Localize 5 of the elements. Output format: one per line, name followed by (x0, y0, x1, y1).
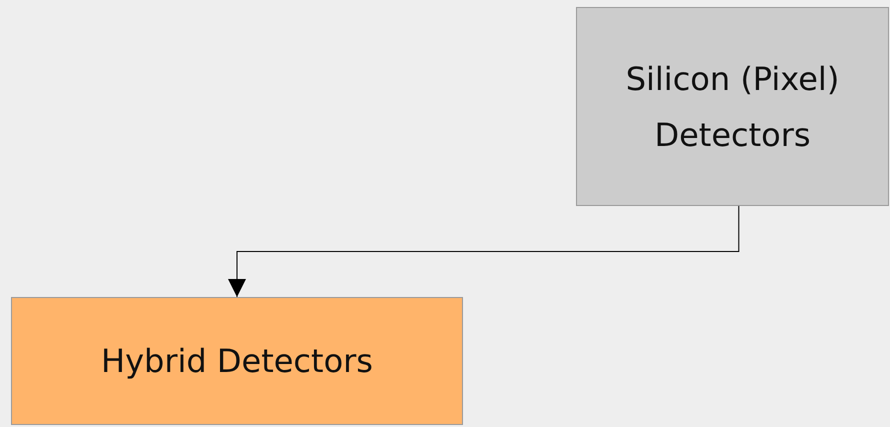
node-label: Silicon (Pixel) Detectors (624, 58, 840, 156)
process-box (11, 297, 463, 425)
arrow (228, 206, 740, 298)
node-label: Hybrid Detectors (100, 341, 374, 382)
process-box (576, 7, 889, 206)
